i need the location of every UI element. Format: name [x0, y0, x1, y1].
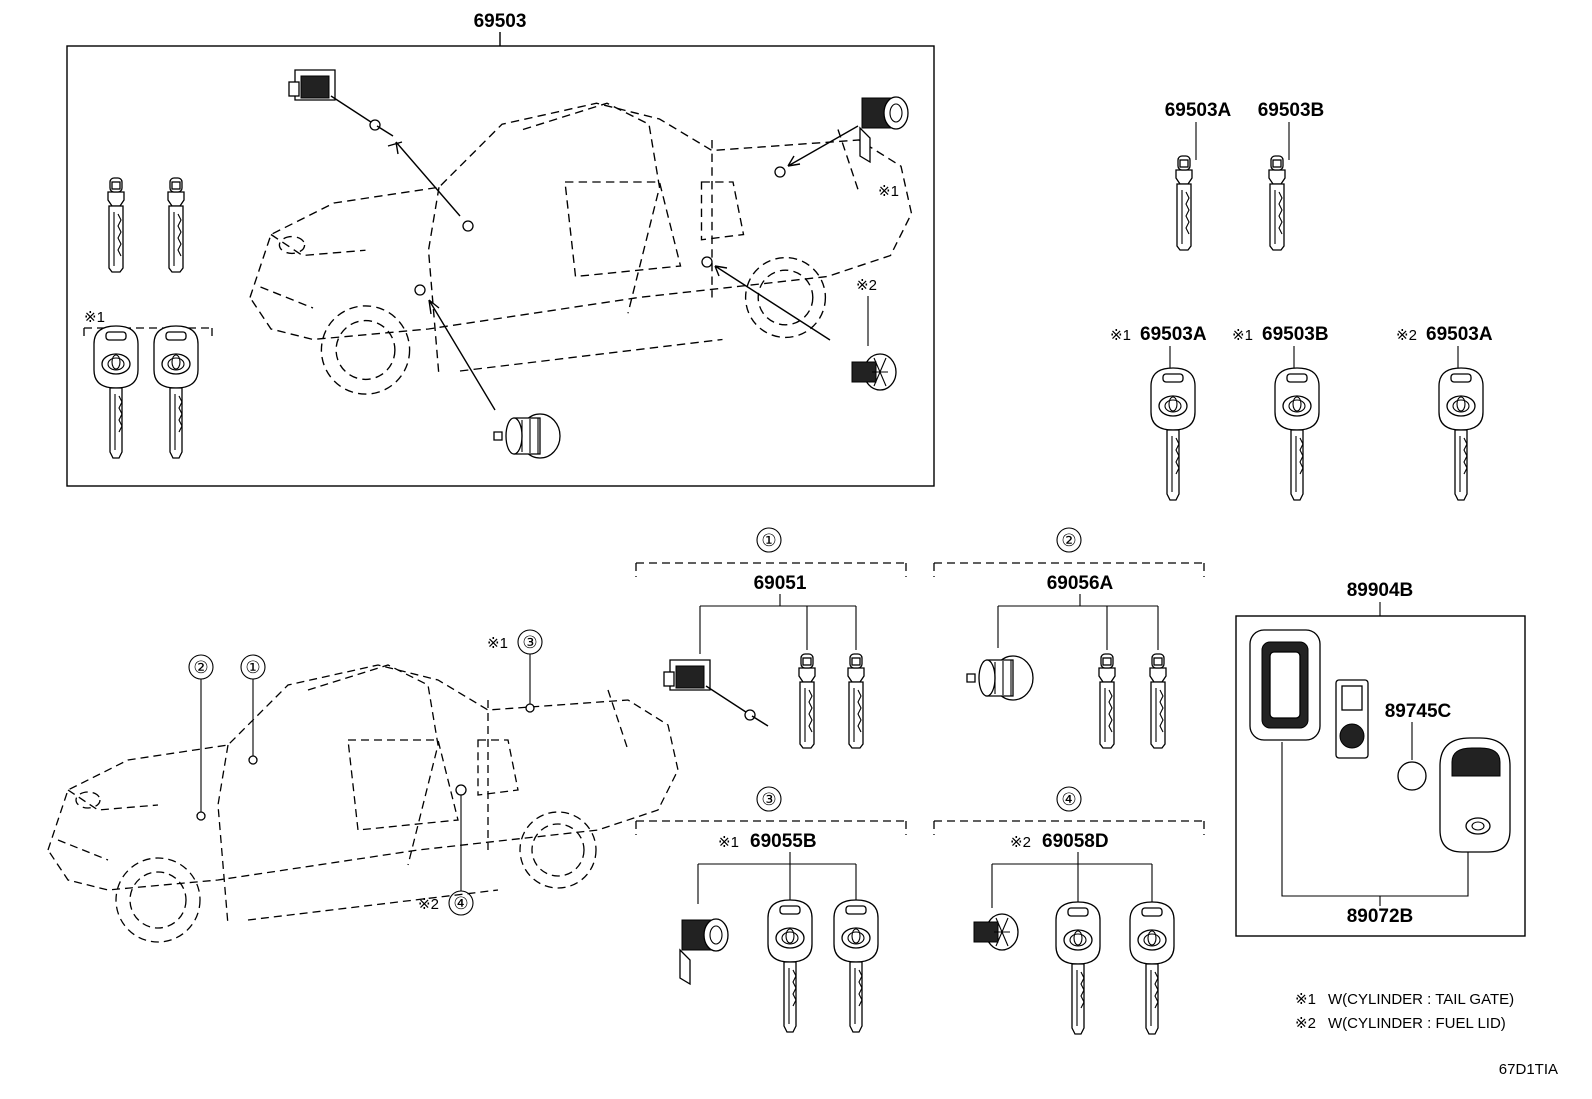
group-4-part-no: 69058D	[1042, 831, 1109, 852]
group-2-part-no: 69056A	[1047, 573, 1114, 594]
group-3-note: ※1	[718, 834, 739, 851]
transmitter-part-no: 89072B	[1347, 906, 1414, 927]
callout-4: ④	[453, 894, 468, 913]
main-assembly-part-no: 69503	[474, 11, 527, 32]
group-2: ② 69056A	[933, 527, 1205, 749]
top-blade-key-2	[167, 177, 185, 273]
key-top-2-label: 69503B	[1258, 100, 1325, 121]
key-mid-1-label: 69503A	[1140, 324, 1207, 345]
remote-part-no: 89904B	[1347, 580, 1414, 601]
callout-3-note: ※1	[487, 635, 508, 652]
key-mid-3-note: ※2	[1396, 327, 1417, 344]
callout-1: ①	[245, 658, 260, 677]
key-top-1-label: 69503A	[1165, 100, 1232, 121]
top-truck-illustration	[249, 102, 913, 395]
bottom-truck-illustration	[47, 664, 679, 943]
legend: ※1 W(CYLINDER : TAIL GATE) ※2 W(CYLINDER…	[1295, 991, 1514, 1032]
legend-2-text: W(CYLINDER : FUEL LID)	[1328, 1015, 1506, 1032]
key-mid-2	[1274, 367, 1320, 501]
bottom-callouts: ② ① ※1 ③ ※2 ④	[188, 629, 543, 916]
top-logo-key-1	[93, 325, 139, 459]
top-keys-note: ※1	[84, 309, 105, 326]
group-1-part-no: 69051	[754, 573, 807, 594]
fuel-note: ※2	[856, 277, 877, 294]
key-mid-1	[1150, 367, 1196, 501]
key-mid-1-note: ※1	[1110, 327, 1131, 344]
tailgate-note: ※1	[878, 183, 899, 200]
group-2-circle: ②	[1061, 531, 1076, 550]
group-3-part-no: 69055B	[750, 831, 817, 852]
diagram-code: 67D1TIA	[1499, 1061, 1558, 1078]
key-mid-2-note: ※1	[1232, 327, 1253, 344]
callout-3: ③	[522, 633, 537, 652]
key-top-1	[1175, 155, 1193, 251]
top-arrows	[387, 125, 859, 411]
top-fuel-cylinder	[851, 353, 897, 391]
battery-part-no: 89745C	[1385, 701, 1452, 722]
legend-2-mark: ※2	[1295, 1015, 1316, 1032]
group-4: ④ ※2 69058D	[933, 786, 1205, 1035]
callout-4-note: ※2	[418, 896, 439, 913]
legend-1-text: W(CYLINDER : TAIL GATE)	[1328, 991, 1514, 1008]
legend-1-mark: ※1	[1295, 991, 1316, 1008]
main-assembly-box	[66, 45, 935, 487]
group-3: ③ ※1 69055B	[635, 786, 907, 1033]
top-logo-key-2	[153, 325, 199, 459]
key-mid-2-label: 69503B	[1262, 324, 1329, 345]
group-1-circle: ①	[761, 531, 776, 550]
group-4-circle: ④	[1061, 790, 1076, 809]
group-3-circle: ③	[761, 790, 776, 809]
group-4-note: ※2	[1010, 834, 1031, 851]
key-mid-3-label: 69503A	[1426, 324, 1493, 345]
remote-group: 89904B 89745C 89072B	[1235, 580, 1526, 937]
key-top-2	[1268, 155, 1286, 251]
callout-2: ②	[193, 658, 208, 677]
group-1: ① 69051	[635, 527, 907, 749]
top-door-cylinder	[288, 69, 394, 137]
top-blade-key-1	[107, 177, 125, 273]
top-tailgate-cylinder	[859, 96, 909, 163]
top-ignition-cylinder	[493, 413, 561, 459]
key-mid-3	[1438, 367, 1484, 501]
